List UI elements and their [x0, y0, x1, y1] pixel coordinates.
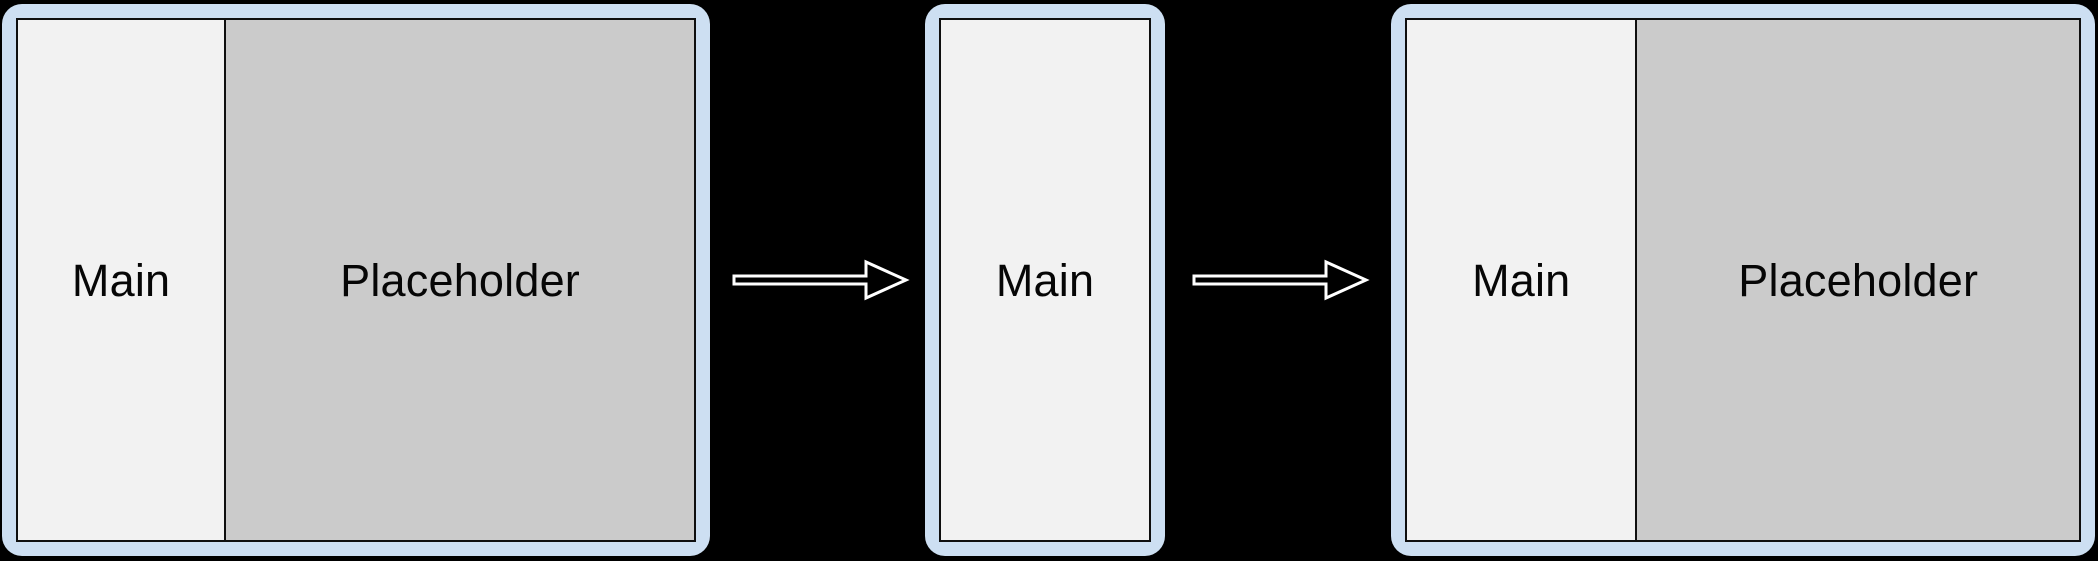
pane-label-main: Main — [71, 254, 171, 306]
pane-placeholder-step-3[interactable]: Placeholder — [1635, 20, 2079, 540]
window-content-step-1: Main Placeholder — [16, 18, 696, 542]
pane-main-step-3[interactable]: Main — [1407, 20, 1636, 540]
pane-main-step-2[interactable]: Main — [941, 20, 1149, 540]
arrow-right-glyph-2 — [1190, 256, 1370, 304]
pane-label-main: Main — [1472, 254, 1571, 306]
pane-label-placeholder: Placeholder — [340, 254, 580, 306]
pane-placeholder-step-1[interactable]: Placeholder — [224, 20, 694, 540]
window-content-step-2: Main — [939, 18, 1151, 542]
arrow-right-icon-2 — [1190, 256, 1370, 304]
window-frame-step-1[interactable]: Main Placeholder — [2, 4, 710, 556]
window-content-step-3: Main Placeholder — [1405, 18, 2081, 542]
pane-main-step-1[interactable]: Main — [18, 20, 225, 540]
pane-label-placeholder: Placeholder — [1738, 254, 1979, 306]
pane-label-main: Main — [995, 254, 1095, 306]
arrow-right-icon-1 — [730, 256, 910, 304]
arrow-right-glyph-1 — [730, 256, 910, 304]
window-frame-step-3[interactable]: Main Placeholder — [1391, 4, 2095, 556]
window-frame-step-2[interactable]: Main — [925, 4, 1165, 556]
